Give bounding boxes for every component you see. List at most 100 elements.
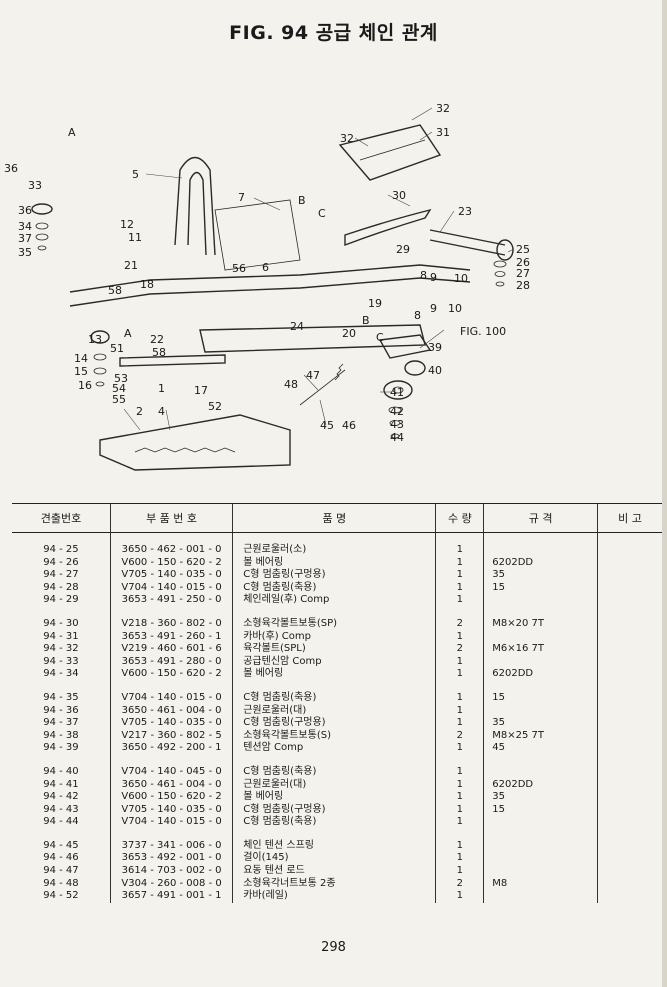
frame-upright-pipe xyxy=(174,156,216,256)
callout-number: 8 xyxy=(414,309,421,322)
cell-part: V705 - 140 - 035 - 0 xyxy=(109,717,233,730)
cell-name: 육각볼트(SPL) xyxy=(232,643,436,656)
cell-remarks xyxy=(597,852,662,866)
cell-no: 94 - 43 xyxy=(43,803,79,815)
chain-rail-rear xyxy=(344,208,432,247)
callout-number: 5 xyxy=(132,168,139,181)
cell-no: 94 - 37 xyxy=(43,717,79,729)
callout-number: 35 xyxy=(18,246,32,259)
cell-remarks xyxy=(597,630,662,644)
callout-number: 20 xyxy=(342,327,356,340)
tension-arm xyxy=(378,334,432,359)
cell-spec xyxy=(483,765,598,779)
cell-name: C형 멈춤링(구멍용) xyxy=(232,803,436,817)
callout-number: 45 xyxy=(320,419,334,432)
col-header-part-name: 품 명 xyxy=(232,503,436,533)
leader-lines xyxy=(123,107,515,431)
cell-spec: 35 xyxy=(483,569,598,582)
cell-part: V704 - 140 - 015 - 0 xyxy=(109,816,233,829)
callout-number: 43 xyxy=(390,418,404,431)
cell-spec: 6202DD xyxy=(483,778,598,792)
leader-line xyxy=(419,329,445,349)
cell-qty: 1 xyxy=(435,569,484,582)
cell-no: 94 - 30 xyxy=(43,617,79,629)
cell-qty: 1 xyxy=(435,556,484,570)
callout-number: 41 xyxy=(390,386,404,399)
callout-number: 51 xyxy=(110,342,124,355)
spacer-cell xyxy=(232,754,436,766)
frame-upright-pipe-inner xyxy=(187,171,207,256)
col-header-part-number: 부 품 번 호 xyxy=(109,503,233,533)
cell-no: 94 - 52 xyxy=(43,890,79,902)
roller-13 xyxy=(90,330,110,344)
cell-qty: 1 xyxy=(435,691,484,705)
spacer-cell xyxy=(12,681,110,692)
callout-number: 14 xyxy=(74,352,88,365)
leader-line xyxy=(387,194,411,207)
spacer-cell xyxy=(483,680,598,692)
cell-qty: 1 xyxy=(435,865,484,878)
spacer-cell xyxy=(12,533,110,545)
spacer-cell xyxy=(597,680,662,692)
group-spacer xyxy=(12,606,662,618)
cell-part: V600 - 150 - 620 - 2 xyxy=(109,791,233,804)
cell-spec xyxy=(483,655,598,669)
ring-27 xyxy=(494,271,506,277)
ring-16 xyxy=(95,381,105,387)
cell-name: 소형육각볼트보통(SP) xyxy=(232,617,436,631)
cell-part: V219 - 460 - 601 - 6 xyxy=(109,643,233,656)
callout-number: 32 xyxy=(340,132,354,145)
callout-number: 10 xyxy=(448,302,462,315)
cell-name: 근원로울러(대) xyxy=(232,704,436,718)
cell-spec xyxy=(483,890,598,903)
leader-line xyxy=(319,399,327,426)
callout-number: 36 xyxy=(18,204,32,217)
spacer-cell xyxy=(109,828,233,840)
callout-number: 33 xyxy=(28,179,42,192)
cell-qty: 1 xyxy=(435,630,484,644)
cell-spec: M8 xyxy=(483,877,598,891)
cell-remarks xyxy=(597,778,662,792)
leader-line xyxy=(439,210,455,233)
cell-qty: 1 xyxy=(435,742,484,755)
callout-number: 58 xyxy=(152,346,166,359)
ring-34 xyxy=(35,222,49,230)
cell-qty: 2 xyxy=(435,643,484,656)
cell-qty: 1 xyxy=(435,890,484,903)
cell-part: 3650 - 462 - 001 - 0 xyxy=(109,544,233,557)
leader-line xyxy=(354,137,369,147)
callout-number: 10 xyxy=(454,272,468,285)
callout-number: 39 xyxy=(428,341,442,354)
ring-28 xyxy=(495,281,505,287)
cell-remarks xyxy=(597,668,662,681)
callout-number: 52 xyxy=(208,400,222,413)
cell-no: 94 - 42 xyxy=(43,791,79,803)
cell-remarks xyxy=(597,643,662,656)
cell-no: 94 - 29 xyxy=(43,594,79,606)
cell-qty: 1 xyxy=(435,791,484,804)
cell-spec: 45 xyxy=(483,742,598,755)
ring-43 xyxy=(389,420,401,426)
cell-part: 3657 - 491 - 001 - 1 xyxy=(109,890,233,903)
roller-tension xyxy=(404,360,426,376)
callout-number: 42 xyxy=(390,405,404,418)
cell-qty: 1 xyxy=(435,704,484,718)
cell-spec: 35 xyxy=(483,717,598,730)
cell-part: 3653 - 491 - 250 - 0 xyxy=(109,594,233,607)
cell-part: V600 - 150 - 620 - 2 xyxy=(109,556,233,570)
cell-qty: 1 xyxy=(435,765,484,779)
callout-number: 26 xyxy=(516,256,530,269)
callout-number: 13 xyxy=(88,333,102,346)
callout-number: 54 xyxy=(112,382,126,395)
cell-spec: 15 xyxy=(483,691,598,705)
cell-part: 3737 - 341 - 006 - 0 xyxy=(109,839,233,853)
